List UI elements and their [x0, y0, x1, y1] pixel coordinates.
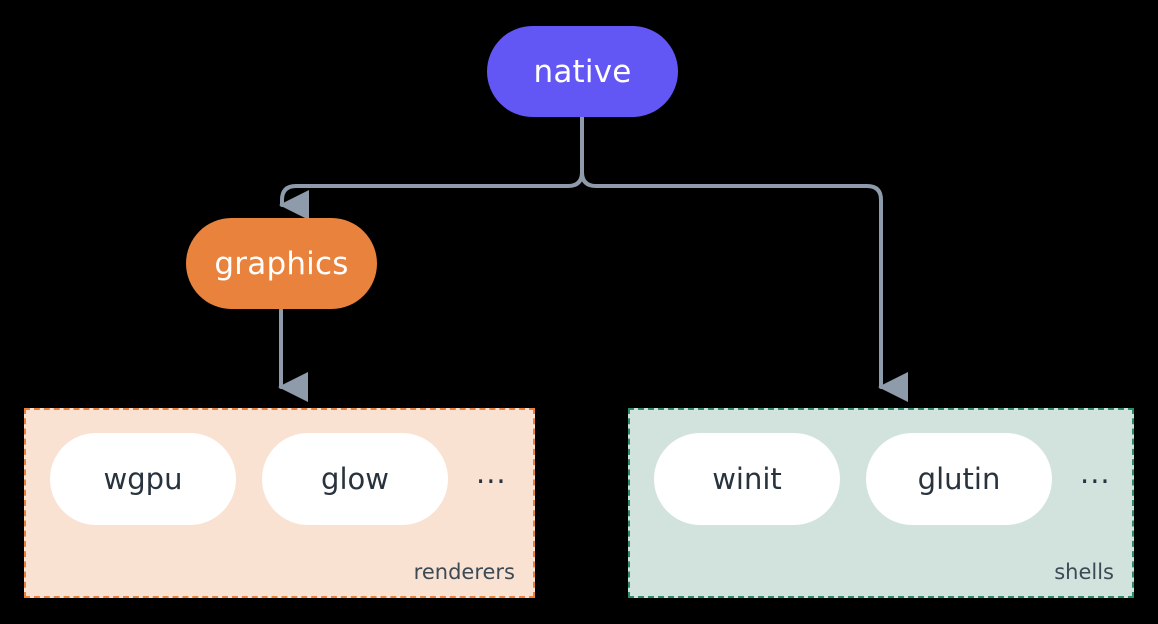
pill-wgpu-label: wgpu [103, 462, 183, 496]
group-shells-items: winit glutin ... [654, 433, 1111, 525]
node-native-label: native [533, 53, 632, 90]
node-graphics[interactable]: graphics [186, 218, 377, 309]
group-shells: winit glutin ... shells [628, 408, 1134, 598]
group-renderers-items: wgpu glow ... [50, 433, 507, 525]
group-renderers-label: renderers [413, 560, 515, 584]
pill-winit-label: winit [712, 462, 782, 496]
edge-native-to-shells [580, 116, 908, 402]
group-renderers: wgpu glow ... renderers [24, 408, 535, 598]
pill-winit[interactable]: winit [654, 433, 840, 525]
node-native[interactable]: native [487, 26, 678, 117]
pill-glow[interactable]: glow [262, 433, 448, 525]
pill-glow-label: glow [321, 462, 389, 496]
pill-glutin[interactable]: glutin [866, 433, 1052, 525]
edge-native-to-graphics [279, 116, 584, 220]
pill-wgpu[interactable]: wgpu [50, 433, 236, 525]
group-shells-label: shells [1054, 560, 1114, 584]
pill-glutin-label: glutin [917, 462, 1001, 496]
node-graphics-label: graphics [214, 245, 349, 282]
shells-overflow-ellipsis: ... [1080, 455, 1111, 490]
renderers-overflow-ellipsis: ... [476, 455, 507, 490]
